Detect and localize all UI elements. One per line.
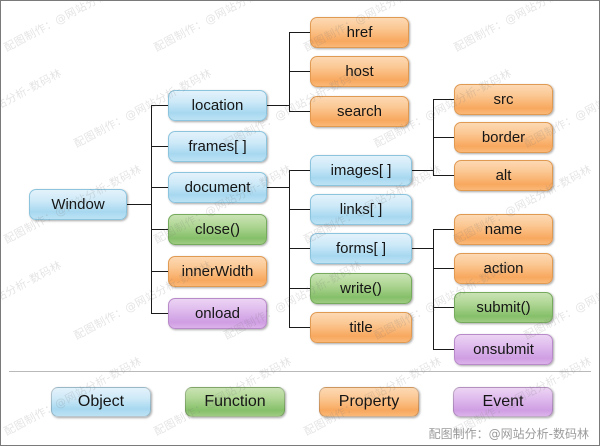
edge-to-document (151, 187, 169, 188)
edge-to-innerwidth (151, 271, 169, 272)
edge-to-title (289, 327, 311, 328)
legend-item-event[interactable]: Event (453, 387, 553, 417)
edge-to-href (289, 32, 311, 33)
edge-to-submit (433, 307, 455, 308)
watermark-text: 配图制作：@网站分析-数码林 (1, 1, 144, 55)
node-innerwidth[interactable]: innerWidth (168, 256, 267, 287)
node-write[interactable]: write() (310, 273, 412, 304)
edge-to-location (151, 105, 169, 106)
edge-location-stub (267, 105, 290, 106)
edge-to-name (433, 229, 455, 230)
edge-to-onsubmit (433, 349, 455, 350)
legend-divider (9, 371, 591, 372)
edge-window-stub (126, 204, 152, 205)
node-onload[interactable]: onload (168, 298, 267, 329)
node-close[interactable]: close() (168, 214, 267, 245)
legend-item-object[interactable]: Object (51, 387, 151, 417)
node-links[interactable]: links[ ] (310, 194, 412, 225)
edge-images-stub (412, 170, 434, 171)
edge-document-trunk (289, 170, 290, 328)
node-action[interactable]: action (454, 253, 553, 284)
node-submit[interactable]: submit() (454, 292, 553, 323)
node-alt[interactable]: alt (454, 160, 553, 191)
edge-to-src (433, 99, 455, 100)
edge-to-links (289, 209, 311, 210)
node-location[interactable]: location (168, 90, 267, 121)
edge-to-host (289, 71, 311, 72)
edge-window-trunk (151, 105, 152, 313)
edge-to-search (289, 111, 311, 112)
edge-to-border (433, 137, 455, 138)
watermark-text: 配图制作：@网站分析-数码林 (151, 1, 294, 55)
edge-to-action (433, 268, 455, 269)
legend-item-property[interactable]: Property (319, 387, 419, 417)
node-onsubmit[interactable]: onsubmit (454, 334, 553, 365)
node-border[interactable]: border (454, 122, 553, 153)
node-name[interactable]: name (454, 214, 553, 245)
edge-to-alt (433, 175, 455, 176)
node-forms[interactable]: forms[ ] (310, 233, 412, 264)
node-frames[interactable]: frames[ ] (168, 131, 267, 162)
credit-text: 配图制作：@网站分析-数码林 (428, 427, 589, 441)
edge-to-onload (151, 313, 169, 314)
edge-to-write (289, 288, 311, 289)
watermark-text: 配图制作：@网站分析-数码林 (1, 66, 64, 151)
node-href[interactable]: href (310, 17, 409, 48)
legend-item-function[interactable]: Function (185, 387, 285, 417)
node-images[interactable]: images[ ] (310, 155, 412, 186)
edge-forms-trunk (433, 229, 434, 350)
watermark-text: 配图制作：@网站分析-数码林 (451, 1, 594, 55)
node-title[interactable]: title (310, 312, 412, 343)
node-window[interactable]: Window (29, 189, 127, 220)
edge-to-close (151, 229, 169, 230)
edge-to-frames (151, 146, 169, 147)
watermark-text: 配图制作：@网站分析-数码林 (1, 258, 64, 343)
edge-to-images (289, 170, 311, 171)
edge-document-stub (267, 187, 290, 188)
edge-forms-stub (412, 248, 434, 249)
edge-to-forms (289, 248, 311, 249)
node-src[interactable]: src (454, 84, 553, 115)
node-search[interactable]: search (310, 96, 409, 127)
node-host[interactable]: host (310, 56, 409, 87)
node-document[interactable]: document (168, 172, 267, 203)
